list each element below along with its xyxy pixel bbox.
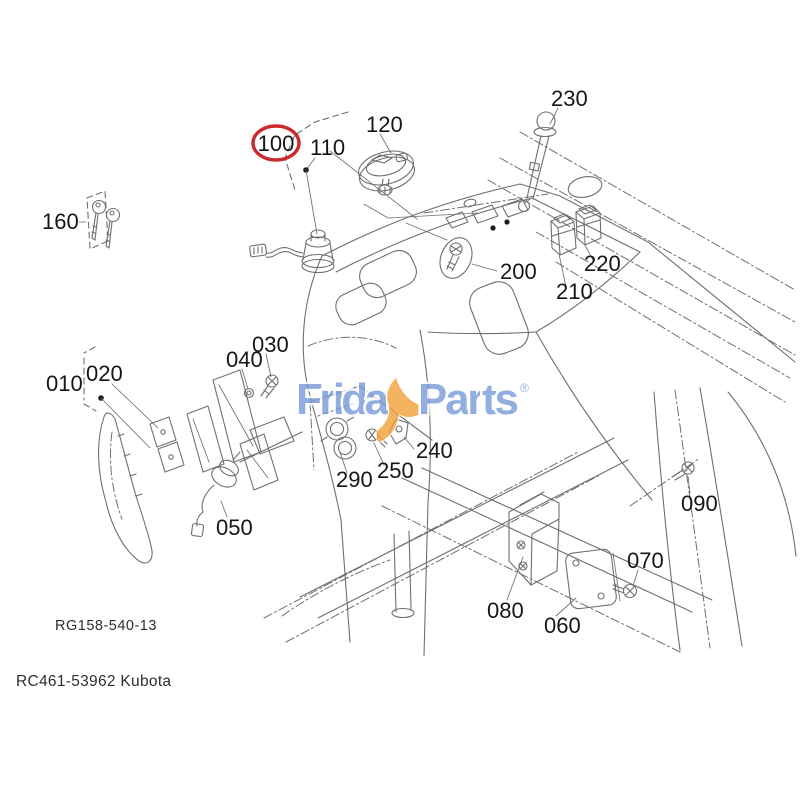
- part-label-230: 230: [551, 86, 588, 111]
- socket-290-drawing: [320, 416, 357, 460]
- keys-drawing: [86, 190, 121, 250]
- bolt-200-drawing: [405, 222, 473, 279]
- part-label-210: 210: [556, 279, 593, 304]
- part-label-100: 100: [258, 131, 295, 156]
- part-label-080: 080: [487, 598, 524, 623]
- watermark-registered-mark: ®: [520, 381, 529, 395]
- part-label-050: 050: [216, 515, 253, 540]
- watermark-text-left: Frida: [296, 375, 390, 424]
- rocker-switch-210-drawing: [550, 213, 577, 256]
- leader-lines: [78, 107, 691, 617]
- part-label-120: 120: [366, 112, 403, 137]
- part-caption: RC461-53962 Kubota: [16, 673, 171, 690]
- mount-point-dot: [490, 225, 496, 231]
- watermark-text-right: Parts: [418, 375, 518, 424]
- part-label-290: 290: [336, 467, 373, 492]
- part-label-090: 090: [681, 491, 718, 516]
- part-number-labels: 010 020 030 040 050 060 070 080 090 100 …: [42, 86, 718, 638]
- part-label-200: 200: [500, 259, 537, 284]
- panel-assembly-drawing: [98, 369, 279, 564]
- bolt-030-drawing: [260, 374, 279, 399]
- part-label-250: 250: [377, 458, 414, 483]
- ignition-switch-drawing: [249, 229, 335, 274]
- push-button-drawing: [524, 111, 557, 204]
- controller-box-drawing: [565, 548, 621, 610]
- nut-040-drawing: [243, 387, 255, 399]
- part-label-220: 220: [584, 251, 621, 276]
- watermark-swoosh-icon: [375, 376, 430, 444]
- part-label-160: 160: [42, 209, 79, 234]
- drawing-number: RG158-540-13: [55, 618, 157, 634]
- highlight-circle: [251, 124, 301, 162]
- bolt-090-drawing: [629, 457, 701, 507]
- bracket-080-drawing: [508, 491, 560, 586]
- watermark: Frida Parts ®: [294, 373, 529, 444]
- part-label-020: 020: [86, 361, 123, 386]
- console-frame-linework: [239, 131, 797, 657]
- part-label-010: 010: [46, 371, 83, 396]
- bolt-070-drawing: [612, 583, 638, 599]
- part-label-030: 030: [252, 332, 289, 357]
- part-label-240: 240: [416, 438, 453, 463]
- part-label-110: 110: [310, 135, 345, 160]
- mount-point-dot: [504, 219, 510, 225]
- part-label-060: 060: [544, 613, 581, 638]
- part-label-070: 070: [627, 548, 664, 573]
- switch-050-drawing: [190, 451, 241, 538]
- part-label-040: 040: [226, 347, 263, 372]
- meter-gauge-drawing: [358, 150, 415, 196]
